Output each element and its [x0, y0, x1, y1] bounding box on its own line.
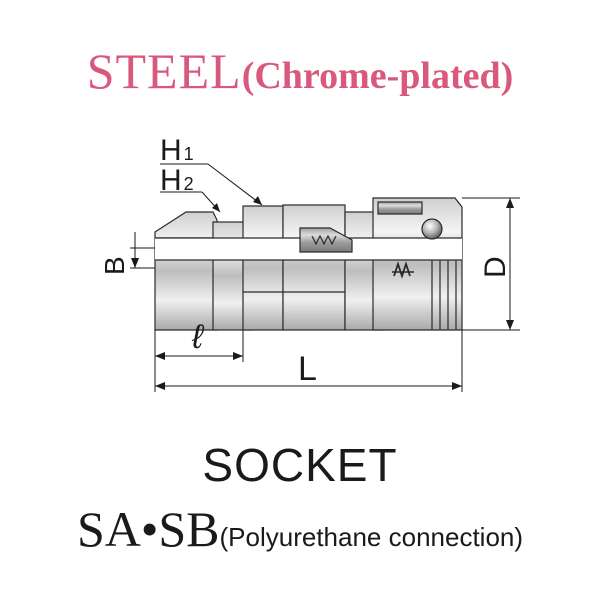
dimension-lines — [130, 163, 520, 392]
dim-label-d: D — [479, 256, 512, 278]
title-material: STEEL — [86, 43, 242, 99]
socket-body — [154, 197, 463, 331]
dim-label-l-small: ℓ — [191, 318, 205, 356]
model-code: SA•SB — [76, 501, 220, 557]
dim-label-l-total: L — [298, 350, 317, 388]
dim-label-b: B — [99, 256, 130, 275]
connection-type: (Polyurethane connection) — [219, 522, 524, 552]
page-title: STEEL(Chrome-plated) — [0, 42, 600, 100]
title-finish: (Chrome-plated) — [241, 55, 514, 97]
model-line: SA•SB(Polyurethane connection) — [0, 500, 600, 558]
product-type: SOCKET — [202, 439, 398, 491]
dimension-arrows — [131, 196, 514, 390]
